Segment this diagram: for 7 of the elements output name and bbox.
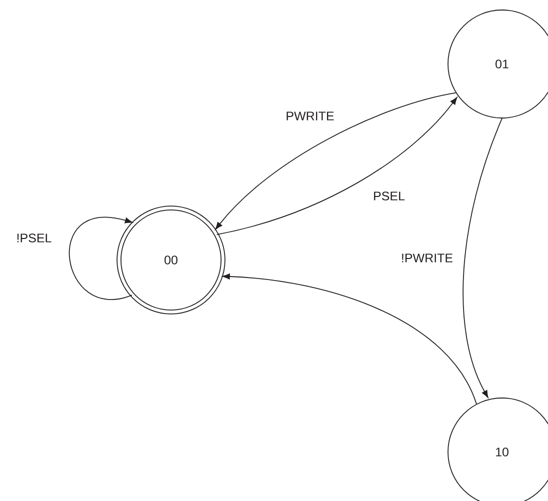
arrow bbox=[69, 216, 133, 300]
edge-label: PWRITE bbox=[284, 110, 336, 122]
edge-label: PSEL bbox=[372, 190, 406, 202]
arrow bbox=[462, 118, 502, 398]
edge-label: !PWRITE bbox=[400, 252, 454, 264]
edge-label: !PSEL bbox=[15, 232, 53, 244]
arrow bbox=[222, 274, 477, 404]
